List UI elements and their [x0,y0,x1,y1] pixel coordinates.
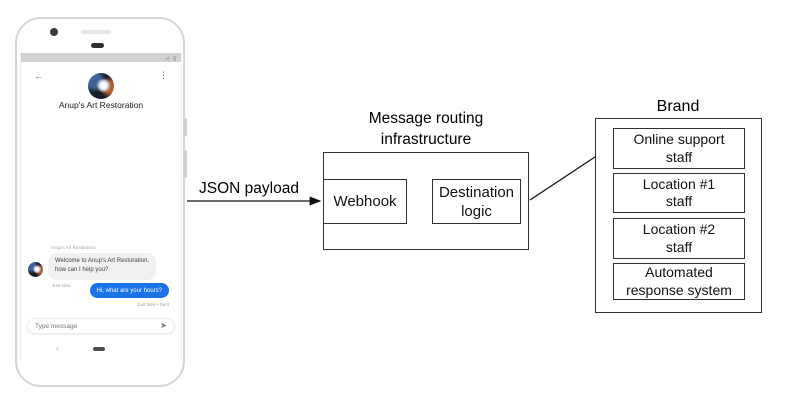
destination-logic-box: Destination logic [432,179,521,224]
incoming-timestamp: Just Now [52,283,71,288]
nav-home-pill[interactable] [93,347,105,351]
brand-item-online-support-staff: Online support staff [613,128,745,169]
incoming-message-bubble: Welcome to Anup's Art Restoration, how c… [48,253,157,280]
brand-item-automated-response-system: Automated response system [613,263,745,300]
battery-icon [173,55,176,61]
power-button [183,118,187,136]
overflow-menu-icon[interactable]: ⋮ [159,70,168,80]
message-input-placeholder: Type message [35,322,78,330]
outgoing-message-bubble: Hi, what are your hours? [89,283,169,299]
outgoing-timestamp: Just Now • Sent [137,302,169,307]
webhook-box: Webhook [323,179,407,224]
speaker-grille-icon [81,30,111,34]
routing-infrastructure-title: Message routing infrastructure [368,110,484,148]
back-arrow-icon[interactable]: ← [34,71,43,81]
front-camera-icon [50,28,58,36]
brand-item-location-1-staff: Location #1 staff [613,173,745,213]
signal-icon [164,56,169,60]
brand-item-location-2-staff: Location #2 staff [613,218,745,259]
message-avatar [28,262,43,277]
message-input[interactable]: Type message ➤ [27,318,175,334]
brand-title: Brand [656,98,700,115]
nav-back-icon[interactable]: ‹ [56,343,59,353]
brand-avatar [88,73,114,99]
phone-screen: ← ⋮ Anup's Art Restoration Anup's Art Re… [20,53,182,361]
phone-mockup: ← ⋮ Anup's Art Restoration Anup's Art Re… [15,17,187,387]
earpiece-icon [91,43,104,48]
sender-label: Anup's Art Restoration [51,245,96,250]
json-payload-label: JSON payload [199,180,299,197]
volume-button [183,150,187,178]
chat-title: Anup's Art Restoration [58,100,144,110]
status-bar [21,53,181,62]
send-icon[interactable]: ➤ [160,321,167,330]
